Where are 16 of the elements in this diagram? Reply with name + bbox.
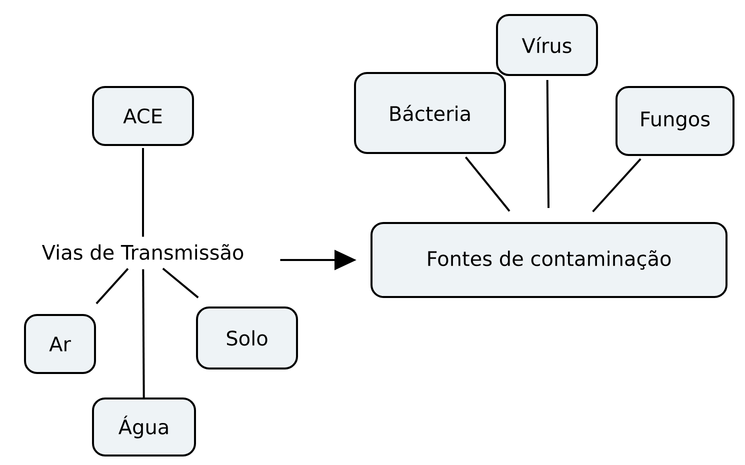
connector-line	[142, 269, 145, 398]
connector-line	[464, 156, 510, 212]
connector-line	[546, 80, 550, 208]
concept-box: Ar	[24, 314, 96, 374]
concept-box: Fungos	[616, 86, 734, 156]
connector-line	[142, 148, 144, 237]
concept-box: Bácteria	[354, 72, 506, 154]
connector-line	[592, 158, 642, 212]
connector-line	[96, 268, 129, 304]
concept-box: Fontes de contaminação	[370, 222, 728, 298]
concept-box: Água	[92, 398, 196, 456]
connector-line	[162, 268, 199, 298]
concept-box: Vírus	[496, 14, 598, 76]
concept-label: Vias de Transmissão	[42, 244, 244, 260]
concept-box: Solo	[196, 306, 298, 370]
concept-box: ACE	[92, 86, 194, 146]
